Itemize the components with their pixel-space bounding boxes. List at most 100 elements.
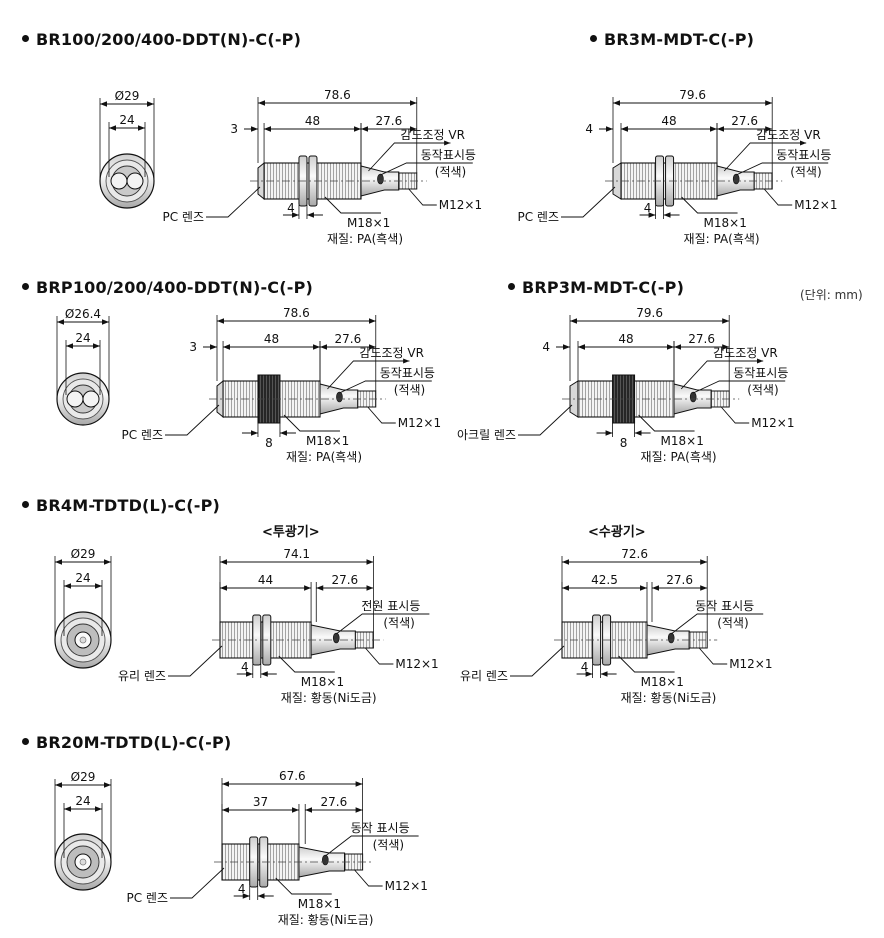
- br100-side-material-label: 재질: PA(흑색): [327, 232, 403, 246]
- brp100-side-indicator-leader: [339, 380, 432, 394]
- brp100-side-thread-label: M18×1: [306, 434, 349, 448]
- brp100-side-lens-label: PC 렌즈: [121, 428, 163, 442]
- brp3m-side-indicator-color-label: (적색): [747, 383, 778, 397]
- brp3m-side-flange-label: 8: [620, 436, 628, 450]
- br4m-front-inner-dim-label: 24: [75, 571, 90, 585]
- br4m-emitter-side-indicator-window: [332, 632, 340, 644]
- br4m-receiver-side-connector-label: M12×1: [729, 657, 772, 671]
- brp100-side-rear-dim-label: 27.6: [335, 332, 362, 346]
- brp3m-side-body-dim-label: 48: [618, 332, 633, 346]
- title-brp100: BRP100/200/400-DDT(N)-C(-P): [22, 278, 313, 297]
- br20m-front-lens-center: [79, 858, 87, 866]
- brp100-side-thread-leader: [283, 414, 340, 432]
- br4m-front-dia-dim-label: Ø29: [71, 547, 96, 561]
- br4m-emitter-side-connector-leader: [365, 647, 394, 665]
- brp100-side-indicator-window: [336, 391, 343, 403]
- br100-front-inner-dim-label: 24: [119, 113, 134, 127]
- brp100-side-lens-leader: [165, 404, 220, 436]
- br4m-emitter-side-material-label: 재질: 황동(Ni도금): [281, 691, 377, 705]
- br3m-side-indicator-window: [732, 173, 740, 185]
- br3m-side-indicator-leader: [735, 162, 829, 176]
- br4m-emitter-side-rear-dim-label: 27.6: [331, 573, 358, 587]
- br4m-receiver-side-indicator-leader: [670, 613, 764, 635]
- brp3m-side-front-label: 4: [542, 340, 550, 354]
- br4m-receiver-side-material-label: 재질: 황동(Ni도금): [621, 691, 717, 705]
- br4m-receiver-side-flange-label: 4: [581, 660, 589, 674]
- br3m-side-lens-leader: [561, 186, 616, 218]
- brp3m-side-lens-leader: [518, 404, 573, 436]
- title-br100: BR100/200/400-DDT(N)-C(-P): [22, 30, 301, 49]
- label-receiver: <수광기>: [588, 525, 646, 540]
- brp3m-side-vr-label: 감도조정 VR: [713, 346, 778, 360]
- br4m-receiver-side-indicator-label: 동작 표시등: [695, 599, 754, 613]
- br4m-emitter-side-body-dim-label: 44: [258, 573, 273, 587]
- br20m-side-indicator-color-label: (적색): [373, 838, 404, 852]
- br20m-front-inner-dim-label: 24: [75, 794, 90, 808]
- brp3m-side-connector-label: M12×1: [751, 416, 794, 430]
- br20m-side-indicator-label: 동작 표시등: [351, 821, 410, 835]
- br3m-side-vr-label: 감도조정 VR: [756, 128, 821, 142]
- unit-note: (단위: mm): [800, 288, 863, 302]
- br20m-side-material-label: 재질: 황동(Ni도금): [278, 913, 374, 927]
- brp3m-side-vr-leader: [680, 358, 764, 390]
- br3m-side-indicator-label: 동작표시등: [776, 148, 831, 162]
- br100-side-lens-leader: [206, 186, 261, 218]
- brp100-side-front-label: 3: [189, 340, 197, 354]
- br3m-side-connector-leader: [763, 188, 793, 206]
- br4m-emitter-side-flange-label: 4: [241, 660, 249, 674]
- br4m-emitter-side-lens-leader: [168, 645, 223, 677]
- brp3m-side-thread-leader: [638, 414, 695, 432]
- br4m-receiver-side-body-dim-label: 42.5: [591, 573, 618, 587]
- br3m-side-vr-leader: [723, 140, 807, 172]
- brp100-side-connector-leader: [367, 406, 396, 424]
- brp100-front-lens-left: [66, 390, 84, 408]
- br4m-receiver-side-thread-leader: [618, 655, 675, 673]
- br20m-side-indicator-leader: [325, 835, 419, 857]
- brp3m-side-rear-dim-label: 27.6: [688, 332, 715, 346]
- brp3m-side-indicator-window: [689, 391, 697, 403]
- br100-side-connector-label: M12×1: [439, 198, 482, 212]
- brp3m-side-material-label: 재질: PA(흑색): [641, 450, 717, 464]
- br20m-side-body-dim-label: 37: [253, 795, 268, 809]
- br4m-receiver-side-overall-dim-label: 72.6: [621, 547, 648, 561]
- brp100-side-connector-label: M12×1: [398, 416, 441, 430]
- br4m-receiver-side-lens-label: 유리 렌즈: [460, 669, 508, 683]
- br3m-side-thread-label: M18×1: [704, 216, 747, 230]
- br4m-emitter-side-indicator-label: 전원 표시등: [361, 599, 420, 613]
- br3m-side-lens-label: PC 렌즈: [517, 210, 559, 224]
- br100-front-lens-right: [126, 172, 144, 190]
- brp100-side-material-label: 재질: PA(흑색): [286, 450, 362, 464]
- br3m-side-thread-leader: [681, 196, 738, 214]
- br20m-side-connector-label: M12×1: [385, 879, 428, 893]
- br4m-emitter-side-indicator-leader: [335, 613, 430, 635]
- br3m-side-body-dim-label: 48: [661, 114, 676, 128]
- br20m-side-flange-label: 4: [238, 882, 246, 896]
- br100-side-lens-label: PC 렌즈: [162, 210, 204, 224]
- br20m-side-lens-leader: [170, 867, 225, 899]
- br4m-emitter-side-overall-dim-label: 74.1: [283, 547, 310, 561]
- br100-side-overall-dim-label: 78.6: [324, 88, 351, 102]
- br3m-side-overall-dim-label: 79.6: [679, 88, 706, 102]
- br100-front-lens-left: [110, 172, 128, 190]
- br4m-receiver-side-indicator-window: [667, 632, 675, 644]
- brp3m-side-indicator-label: 동작표시등: [733, 366, 788, 380]
- brp100-front-lens-right: [82, 390, 100, 408]
- br4m-receiver-side-lens-leader: [510, 645, 565, 677]
- title-br4m: BR4M-TDTD(L)-C(-P): [22, 496, 220, 515]
- title-brp3m: BRP3M-MDT-C(-P): [508, 278, 684, 297]
- br100-side-indicator-color-label: (적색): [435, 165, 466, 179]
- brp3m-side-overall-dim-label: 79.6: [636, 306, 663, 320]
- br3m-side-flange-label: 4: [644, 201, 652, 215]
- br3m-side-connector-label: M12×1: [794, 198, 837, 212]
- br4m-emitter-side-lens-label: 유리 렌즈: [118, 669, 166, 683]
- br20m-side-indicator-window: [322, 854, 329, 866]
- brp3m-side-indicator-leader: [692, 380, 786, 394]
- br100-side-vr-label: 감도조정 VR: [400, 128, 465, 142]
- br3m-side-indicator-color-label: (적색): [790, 165, 821, 179]
- br20m-side-lens-label: PC 렌즈: [126, 891, 168, 905]
- br100-side-thread-label: M18×1: [347, 216, 390, 230]
- br100-side-vr-leader: [368, 140, 451, 172]
- br4m-front-lens-center: [79, 636, 87, 644]
- br4m-emitter-side-thread-label: M18×1: [301, 675, 344, 689]
